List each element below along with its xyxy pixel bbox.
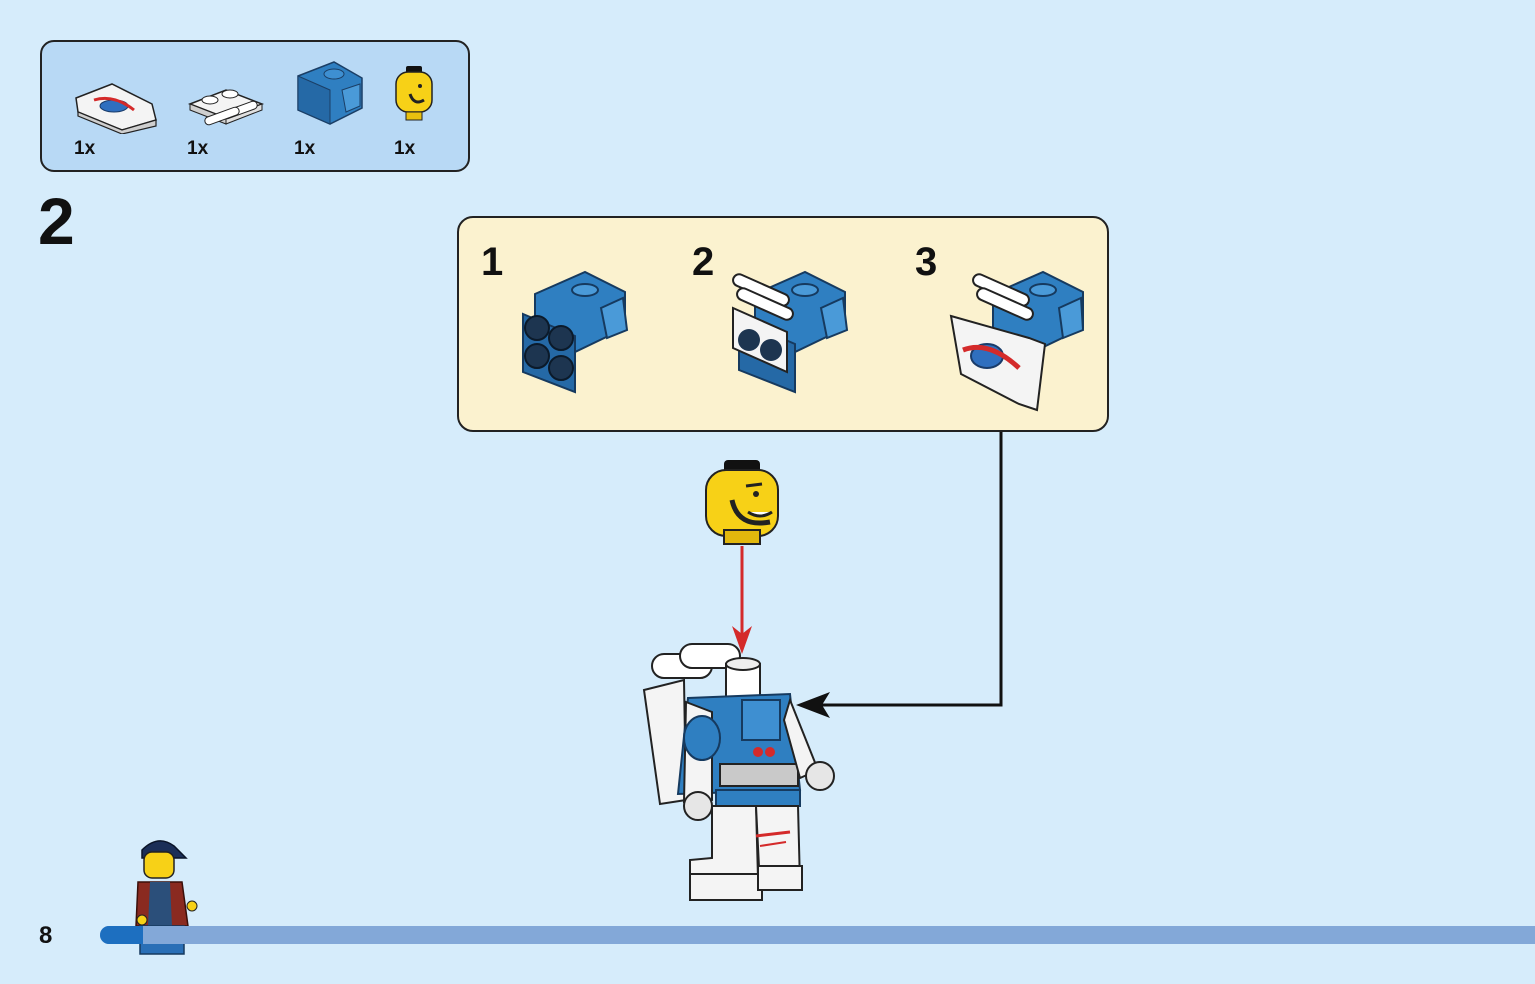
white-plate-handles-icon [182,60,270,134]
progress-bar [100,926,1535,944]
substep-2-bracket-plate-icon [725,264,855,405]
page-number: 8 [39,922,53,949]
callout-connector-line [820,432,1003,707]
part-qty-4: 1x [394,138,416,159]
part-qty-2: 1x [187,138,209,159]
substep-number-2: 2 [692,240,715,284]
parts-list-box: 1x 1x 1x 1x [40,40,470,172]
callout-arrowhead-icon [796,692,830,718]
curved-tile-logo-icon [72,60,160,134]
blue-neck-bracket-icon [290,56,370,134]
progress-bar-fill [100,926,144,944]
substep-number-3: 3 [915,240,938,284]
part-qty-1: 1x [74,138,96,159]
yellow-minifig-head-icon [390,64,438,134]
minifig-head-icon [705,460,779,545]
step-number: 2 [38,184,75,258]
attach-arrowhead-icon [732,626,752,654]
subassembly-box: 1 2 3 [457,216,1109,432]
astronaut-minifig-icon [642,643,835,901]
part-qty-3: 1x [294,138,316,159]
substep-number-1: 1 [481,240,504,284]
substep-1-bracket-icon [515,264,635,405]
substep-3-jetpack-icon [949,264,1089,419]
